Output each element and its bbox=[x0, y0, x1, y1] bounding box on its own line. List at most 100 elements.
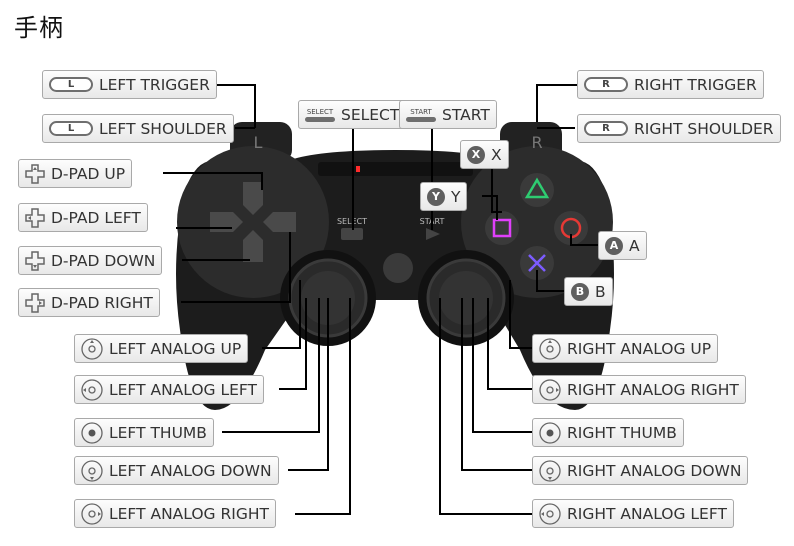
select-button-shape bbox=[341, 228, 363, 240]
label-right-thumb-text: RIGHT THUMB bbox=[567, 423, 677, 442]
label-start: START START bbox=[399, 100, 497, 129]
label-right-trigger: R RIGHT TRIGGER bbox=[577, 70, 764, 99]
dpad-icon bbox=[25, 207, 45, 228]
triangle-button bbox=[520, 173, 554, 207]
label-right-analog-left-text: RIGHT ANALOG LEFT bbox=[567, 504, 727, 523]
label-x: X X bbox=[460, 140, 509, 169]
line-left-analog-down bbox=[288, 298, 329, 471]
line-dpad-right bbox=[181, 232, 291, 303]
label-y: Y Y bbox=[420, 182, 468, 211]
label-dpad-up: D-PAD UP bbox=[18, 159, 133, 188]
label-start-text: START bbox=[442, 105, 490, 124]
label-left-thumb-text: LEFT THUMB bbox=[109, 423, 207, 442]
led-strip bbox=[318, 162, 473, 176]
label-right-analog-right: RIGHT ANALOG RIGHT bbox=[532, 375, 746, 404]
label-right-analog-down: RIGHT ANALOG DOWN bbox=[532, 456, 749, 485]
b-button-icon: B bbox=[571, 282, 589, 301]
dpad bbox=[210, 182, 296, 262]
cross-symbol bbox=[528, 254, 546, 272]
line-right-analog-left bbox=[439, 298, 532, 515]
l-button-icon: L bbox=[49, 121, 93, 136]
label-b: B B bbox=[564, 277, 613, 306]
line-right-analog-up bbox=[509, 280, 532, 349]
label-dpad-left: D-PAD LEFT bbox=[18, 203, 148, 232]
label-right-shoulder-text: RIGHT SHOULDER bbox=[634, 119, 774, 138]
label-select: SELECT SELECT bbox=[298, 100, 407, 129]
label-left-trigger-text: LEFT TRIGGER bbox=[99, 75, 210, 94]
label-left-analog-up: LEFT ANALOG UP bbox=[74, 334, 249, 363]
triangle-symbol bbox=[524, 177, 550, 199]
label-right-analog-left: RIGHT ANALOG LEFT bbox=[532, 499, 734, 528]
label-right-analog-up: RIGHT ANALOG UP bbox=[532, 334, 719, 363]
label-right-shoulder: R RIGHT SHOULDER bbox=[577, 114, 781, 143]
label-left-shoulder: L LEFT SHOULDER bbox=[42, 114, 234, 143]
line-dpad-up bbox=[163, 172, 263, 190]
analog-stick-icon bbox=[539, 337, 561, 360]
label-a-text: A bbox=[629, 236, 640, 255]
label-left-analog-left-text: LEFT ANALOG LEFT bbox=[109, 380, 258, 399]
square-button bbox=[485, 211, 519, 245]
line-left-analog-left bbox=[279, 298, 307, 390]
label-select-text: SELECT bbox=[341, 105, 400, 124]
label-dpad-up-text: D-PAD UP bbox=[51, 164, 126, 183]
label-left-analog-left: LEFT ANALOG LEFT bbox=[74, 375, 265, 404]
label-left-analog-right: LEFT ANALOG RIGHT bbox=[74, 499, 276, 528]
label-b-text: B bbox=[595, 282, 606, 301]
label-left-thumb: LEFT THUMB bbox=[74, 418, 214, 447]
page-title: 手柄 bbox=[14, 14, 64, 42]
line-a bbox=[570, 234, 598, 246]
line-left-analog-up bbox=[262, 280, 301, 349]
label-right-analog-down-text: RIGHT ANALOG DOWN bbox=[567, 461, 742, 480]
analog-stick-icon bbox=[81, 502, 103, 525]
label-left-analog-down-text: LEFT ANALOG DOWN bbox=[109, 461, 272, 480]
label-left-trigger: L LEFT TRIGGER bbox=[42, 70, 217, 99]
x-button-icon: X bbox=[467, 145, 485, 164]
home-button bbox=[383, 253, 413, 283]
circle-button bbox=[554, 211, 588, 245]
label-right-thumb: RIGHT THUMB bbox=[532, 418, 684, 447]
r-mark: R bbox=[531, 133, 542, 152]
line-y bbox=[482, 195, 498, 220]
label-left-analog-up-text: LEFT ANALOG UP bbox=[109, 339, 242, 358]
line-right-thumb bbox=[472, 298, 532, 433]
analog-stick-icon bbox=[81, 378, 103, 401]
label-dpad-right: D-PAD RIGHT bbox=[18, 288, 160, 317]
label-left-analog-right-text: LEFT ANALOG RIGHT bbox=[109, 504, 269, 523]
label-dpad-right-text: D-PAD RIGHT bbox=[51, 293, 153, 312]
r-button-icon: R bbox=[584, 77, 628, 92]
label-right-analog-right-text: RIGHT ANALOG RIGHT bbox=[567, 380, 739, 399]
analog-stick-icon bbox=[539, 502, 561, 525]
select-button-icon: SELECT bbox=[305, 108, 335, 122]
line-right-trigger bbox=[536, 84, 577, 122]
label-x-text: X bbox=[491, 145, 502, 164]
a-button-icon: A bbox=[605, 236, 623, 255]
analog-stick-icon bbox=[81, 337, 103, 360]
label-dpad-left-text: D-PAD LEFT bbox=[51, 208, 141, 227]
right-analog-stick bbox=[418, 250, 514, 346]
dpad-icon bbox=[25, 292, 45, 313]
r-button-icon: R bbox=[584, 121, 628, 136]
label-dpad-down: D-PAD DOWN bbox=[18, 246, 163, 275]
y-button-icon: Y bbox=[427, 187, 445, 206]
line-right-analog-right bbox=[487, 298, 532, 390]
label-right-trigger-text: RIGHT TRIGGER bbox=[634, 75, 757, 94]
line-left-analog-right bbox=[295, 298, 351, 515]
leader-lines bbox=[163, 84, 598, 515]
thumb-press-icon bbox=[81, 421, 103, 444]
led-active bbox=[356, 166, 360, 172]
line-b bbox=[536, 270, 564, 292]
start-button-icon: START bbox=[406, 108, 436, 122]
dpad-icon bbox=[25, 250, 45, 271]
thumb-press-icon bbox=[539, 421, 561, 444]
face-button-well bbox=[461, 146, 613, 298]
label-left-shoulder-text: LEFT SHOULDER bbox=[99, 119, 227, 138]
dpad-down-arrow bbox=[243, 230, 263, 262]
l-button-icon: L bbox=[49, 77, 93, 92]
label-dpad-down-text: D-PAD DOWN bbox=[51, 251, 156, 270]
dpad-up-arrow bbox=[243, 182, 263, 215]
label-y-text: Y bbox=[451, 187, 461, 206]
label-a: A A bbox=[598, 231, 647, 260]
line-left-trigger bbox=[210, 84, 256, 128]
analog-stick-icon bbox=[539, 378, 561, 401]
